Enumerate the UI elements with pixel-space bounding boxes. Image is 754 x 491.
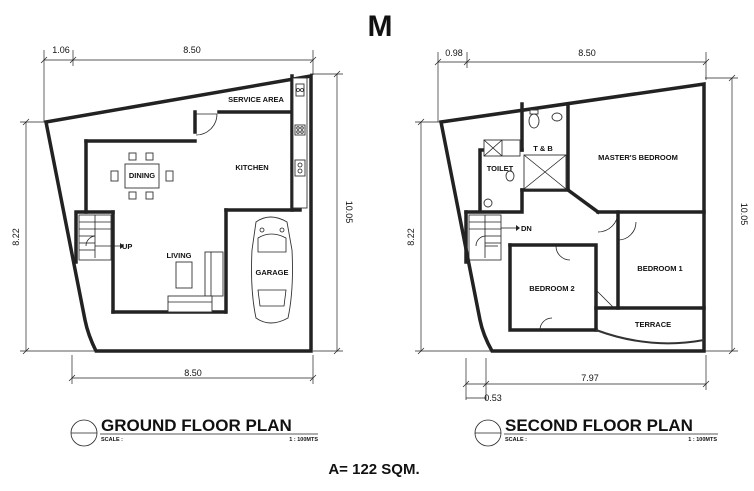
- dining-label: DINING: [129, 171, 155, 180]
- ground-outer-walls: [43, 73, 313, 353]
- ground-title-block: GROUND FLOOR PLAN SCALE : 1 : 100MTS: [70, 416, 318, 447]
- second-scale-value: 1 : 100MTS: [688, 437, 717, 443]
- second-outer-walls: [438, 81, 706, 353]
- ground-stair: UP: [78, 214, 132, 261]
- second-dim-bottom-offset: 0.53: [484, 393, 502, 403]
- bedroom-2-label: BEDROOM 2: [529, 284, 574, 293]
- second-dim-top-offset: 0.98: [445, 48, 463, 58]
- ground-dim-right-height: 10.05: [344, 201, 354, 224]
- kitchen-counter: [292, 77, 308, 209]
- ground-scale-value: 1 : 100MTS: [289, 437, 318, 443]
- service-area-label: SERVICE AREA: [228, 95, 284, 104]
- masters-bedroom-label: MASTER'S BEDROOM: [598, 153, 678, 162]
- second-dimension-labels: 0.98 8.50 8.22 10.05 7.97 0.53: [406, 48, 749, 403]
- second-floor-plan: 0.98 8.50 8.22 10.05 7.97 0.53: [406, 48, 749, 447]
- second-dim-bottom-width: 7.97: [581, 373, 599, 383]
- area-label: A= 122 SQM.: [328, 461, 419, 478]
- second-dim-left-height: 8.22: [406, 228, 416, 246]
- garage-car: [251, 216, 293, 324]
- ground-floor-plan: 1.06 8.50 8.22 10.05 8.50: [11, 45, 354, 447]
- ground-floor-title: GROUND FLOOR PLAN: [101, 416, 292, 435]
- ground-scale-label: SCALE :: [101, 437, 123, 443]
- second-floor-title: SECOND FLOOR PLAN: [505, 416, 693, 435]
- second-dim-top-width: 8.50: [578, 48, 596, 58]
- plan-letter: M: [368, 10, 393, 43]
- second-dimension-lines: [415, 52, 738, 400]
- ground-door: [195, 113, 218, 136]
- toilet-bath-label: T & B: [533, 144, 553, 153]
- second-scale-label: SCALE :: [505, 437, 527, 443]
- living-label: LIVING: [166, 251, 191, 260]
- second-room-labels: MASTER'S BEDROOM T & B TOILET BEDROOM 1 …: [487, 144, 683, 329]
- kitchen-label: KITCHEN: [235, 163, 268, 172]
- dining-set: [110, 152, 174, 200]
- garage-label: GARAGE: [256, 268, 289, 277]
- bathroom-fixtures: [483, 109, 567, 208]
- ground-dim-bottom-width: 8.50: [184, 368, 202, 378]
- second-doors: [539, 211, 637, 331]
- second-stair-dn-label: DN: [521, 224, 532, 233]
- second-title-block: SECOND FLOOR PLAN SCALE : 1 : 100MTS: [474, 416, 718, 447]
- terrace-label: TERRACE: [635, 320, 671, 329]
- ground-dim-top-width: 8.50: [183, 45, 201, 55]
- ground-dim-left-height: 8.22: [11, 228, 21, 246]
- second-dim-right-height: 10.05: [739, 203, 749, 226]
- bedroom-1-label: BEDROOM 1: [637, 264, 682, 273]
- ground-dimension-labels: 1.06 8.50 8.22 10.05 8.50: [11, 45, 354, 378]
- ground-dim-top-offset: 1.06: [52, 45, 70, 55]
- second-stair: DN: [468, 214, 532, 261]
- ground-dimension-lines: [20, 50, 343, 384]
- ground-stair-up-label: UP: [122, 242, 132, 251]
- toilet-label: TOILET: [487, 164, 514, 173]
- ground-room-labels: SERVICE AREA KITCHEN DINING LIVING GARAG…: [129, 95, 289, 277]
- living-furniture: [167, 251, 224, 313]
